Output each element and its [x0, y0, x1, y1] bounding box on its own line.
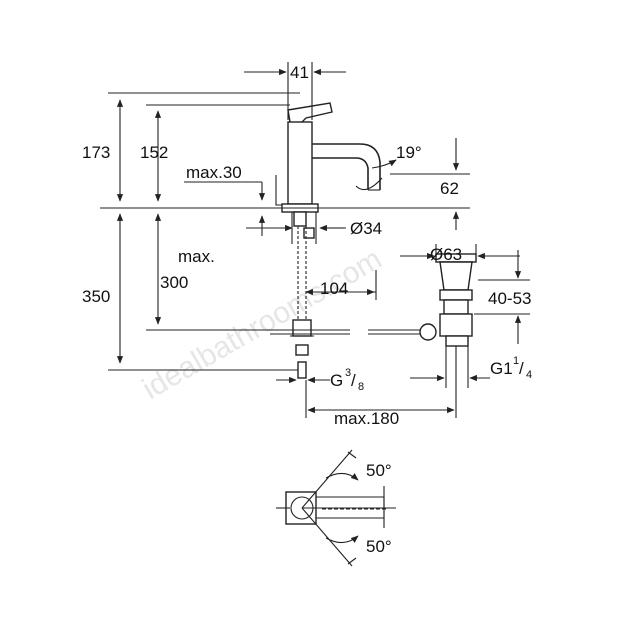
faucet-plan-view: [276, 449, 396, 567]
svg-text:3: 3: [345, 367, 351, 379]
label-height-62: 62: [440, 179, 459, 198]
label-height-173: 173: [82, 143, 110, 162]
svg-text:8: 8: [358, 381, 364, 393]
label-max30: max.30: [186, 163, 242, 182]
label-angle-50-bottom: 50°: [366, 537, 392, 556]
popup-rod: [275, 175, 284, 206]
label-dia-63: Ø63: [430, 245, 462, 264]
label-max300-line1: max.: [178, 247, 215, 266]
faucet-lever: [287, 102, 333, 125]
label-width-41: 41: [290, 63, 309, 82]
svg-text:4: 4: [526, 369, 532, 381]
label-height-350: 350: [82, 287, 110, 306]
watermark-text: idealbathrooms.com: [137, 242, 387, 406]
label-g-3-8: G 3 / 8: [330, 367, 364, 393]
svg-text:/: /: [519, 359, 524, 378]
flex-hose: [290, 226, 314, 379]
dimension-lines: [100, 62, 530, 418]
label-dist-104: 104: [320, 279, 348, 298]
faucet-body: [287, 121, 313, 205]
label-dia-34: Ø34: [350, 219, 382, 238]
label-angle-19: 19°: [396, 143, 422, 162]
label-height-152: 152: [140, 143, 168, 162]
label-g1-1-4: G1 1 / 4: [490, 355, 532, 381]
label-angle-50-top: 50°: [366, 461, 392, 480]
svg-text:1: 1: [513, 355, 519, 367]
svg-text:G1: G1: [490, 359, 513, 378]
popup-linkage: [270, 329, 420, 335]
label-range-40-53: 40-53: [488, 289, 531, 308]
label-max300-line2: 300: [160, 273, 188, 292]
svg-text:G: G: [330, 371, 343, 390]
faucet-spout: [312, 143, 381, 190]
svg-text:/: /: [351, 371, 356, 390]
label-max180: max.180: [334, 409, 399, 428]
drain-assembly: [419, 253, 477, 347]
